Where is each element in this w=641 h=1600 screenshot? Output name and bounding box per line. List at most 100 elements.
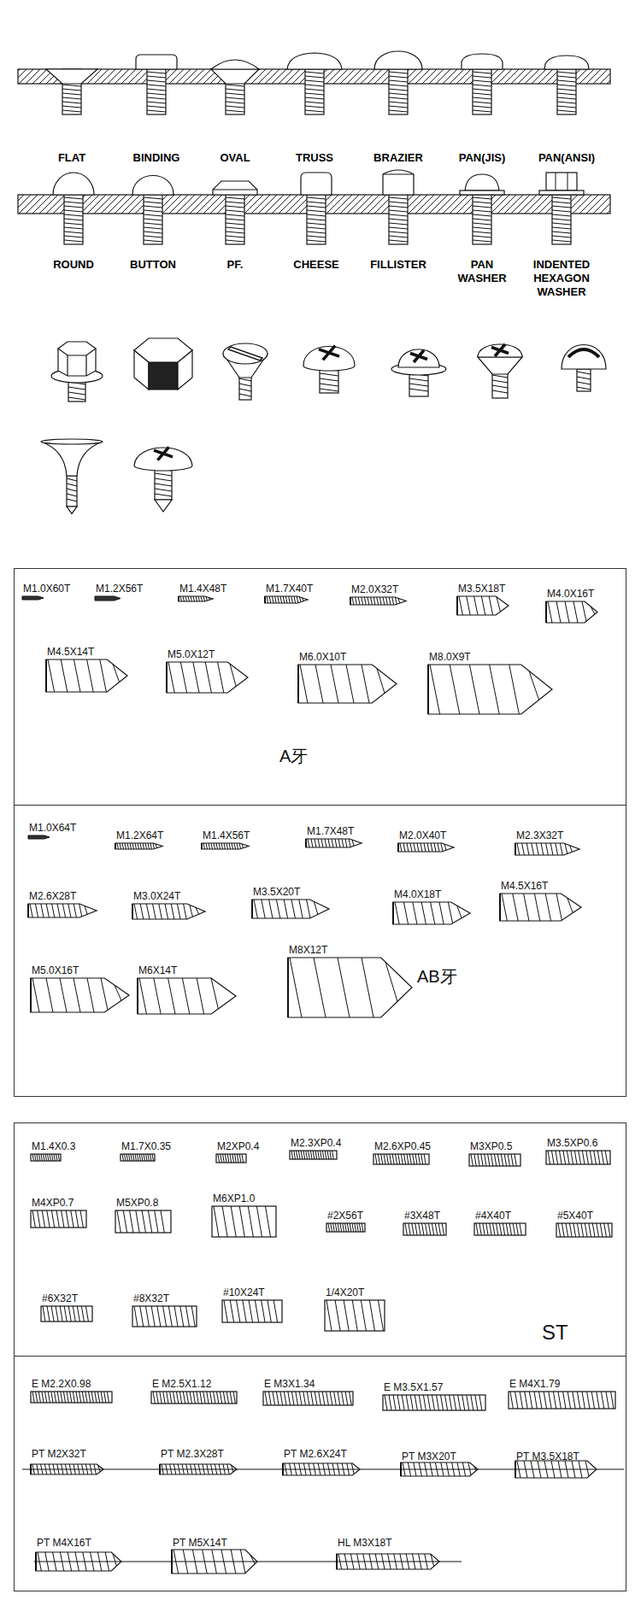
thread-line (239, 388, 252, 392)
thread-size-label: #6X32T (41, 1293, 78, 1306)
thread-line (496, 1223, 499, 1236)
thread-line (180, 596, 183, 602)
thread-line (324, 839, 327, 848)
thread-line (434, 843, 436, 853)
hex-head-bolt (134, 338, 193, 390)
thread-size-label: M1.4X0.3 (31, 1140, 76, 1153)
thread-line (435, 1395, 439, 1412)
thread-line (611, 1392, 614, 1410)
thread-line (225, 88, 245, 91)
screw-body (474, 1223, 526, 1236)
thread-line (56, 1211, 59, 1229)
thread-line (51, 1211, 54, 1229)
thread-line (51, 1306, 54, 1323)
thread-line (289, 958, 302, 1018)
thread-line (152, 1154, 154, 1162)
slotted-countersunk-screw (223, 343, 268, 400)
screw-thread-sample (132, 904, 206, 920)
screw-thread-sample (428, 664, 553, 715)
oval-head-dome (211, 59, 259, 70)
thread-line (429, 664, 441, 715)
thread-line (53, 1392, 56, 1404)
thread-line (122, 1154, 124, 1162)
thread-line (388, 101, 408, 104)
thread-line (235, 1154, 237, 1164)
thread-line (493, 1154, 496, 1167)
hex-head (546, 172, 577, 191)
thread-line (64, 218, 83, 221)
thread-line (241, 844, 244, 849)
thread-line (62, 93, 82, 95)
thread-line (98, 1465, 100, 1473)
thread-line (567, 1392, 571, 1410)
thread-line (512, 1223, 515, 1236)
thread-line (218, 843, 221, 850)
thread-line (307, 839, 310, 848)
thread-line (225, 205, 245, 208)
screw-body (46, 659, 128, 693)
thread-line (300, 1151, 303, 1160)
hex-edge (555, 172, 557, 191)
thread-line (141, 1154, 144, 1162)
thread-line (449, 664, 460, 715)
thread-line (52, 904, 55, 918)
thread-line (418, 1223, 421, 1236)
thread-line (364, 597, 366, 606)
screw-body (201, 843, 249, 850)
screw-body (382, 1395, 486, 1412)
thread-line (42, 1306, 46, 1323)
thread-line (582, 1151, 585, 1165)
screw-thread-sample (403, 1223, 447, 1236)
thread-line (376, 597, 379, 606)
thread-line (168, 978, 176, 1015)
thread-line (431, 1223, 434, 1236)
bugle-head-screw (41, 439, 103, 514)
thread-size-label: M6XP1.0 (212, 1193, 255, 1206)
thread-line (47, 1211, 50, 1229)
thread-line (313, 958, 326, 1018)
thread-line (106, 1392, 109, 1404)
thread-line (305, 101, 324, 104)
thread-line (147, 1211, 152, 1234)
thread-size-label: #10X24T (223, 1287, 265, 1300)
thread-line (472, 80, 492, 83)
thread-line (272, 1392, 276, 1406)
thread-line (322, 1151, 324, 1160)
head-slot (568, 349, 600, 358)
thread-line (186, 1392, 189, 1405)
thread-line (282, 596, 285, 604)
thread-line (340, 1223, 342, 1233)
thread-line (388, 205, 408, 208)
countersunk-cone (477, 357, 523, 375)
thread-line (422, 1223, 424, 1236)
thread-line (63, 1392, 65, 1404)
thread-line (543, 1392, 547, 1410)
thread-line (66, 1392, 69, 1404)
thread-line (332, 1151, 335, 1160)
screw-head-profile (135, 54, 177, 115)
thread-line (576, 1392, 580, 1410)
thread-line (73, 659, 81, 693)
thread-line (305, 97, 324, 100)
screw-head-profile (287, 52, 342, 115)
thread-line (423, 1154, 426, 1165)
screw-body (137, 978, 236, 1015)
thread-size-label: M2.3X32T (516, 829, 564, 842)
thread-line (129, 1211, 134, 1234)
screw-end (165, 662, 168, 694)
thread-line (475, 1395, 478, 1412)
thread-line (216, 1392, 218, 1405)
thread-line (247, 1206, 253, 1238)
thread-line (411, 1223, 414, 1236)
thread-size-label: M6X14T (138, 964, 177, 977)
screw-head-profile (211, 59, 259, 115)
thread-line (269, 899, 273, 919)
thread-line (405, 1223, 407, 1236)
thread-line (395, 1154, 398, 1165)
thread-size-label: M5XP0.8 (116, 1197, 159, 1210)
head-type-label: BINDING (117, 151, 195, 165)
thread-line (225, 97, 245, 100)
oval-head-dome (477, 344, 523, 358)
thread-line (509, 1223, 512, 1236)
thread-line (154, 473, 172, 477)
